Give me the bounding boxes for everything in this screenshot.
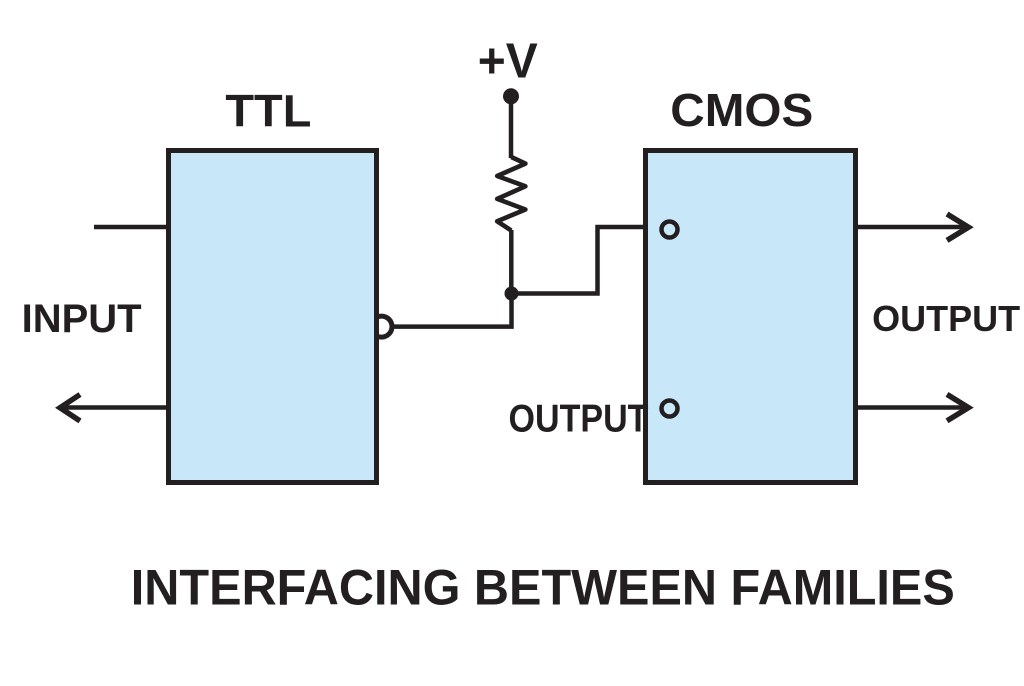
svg-text:+V: +V xyxy=(478,35,538,89)
svg-text:INTERFACING BETWEEN FAMILIES: INTERFACING BETWEEN FAMILIES xyxy=(131,559,955,616)
svg-text:OUTPUT: OUTPUT xyxy=(872,298,1020,339)
svg-text:INPUT: INPUT xyxy=(22,297,142,341)
svg-text:CMOS: CMOS xyxy=(670,84,813,136)
svg-text:OUTPUT: OUTPUT xyxy=(509,397,649,440)
svg-text:TTL: TTL xyxy=(225,85,311,136)
